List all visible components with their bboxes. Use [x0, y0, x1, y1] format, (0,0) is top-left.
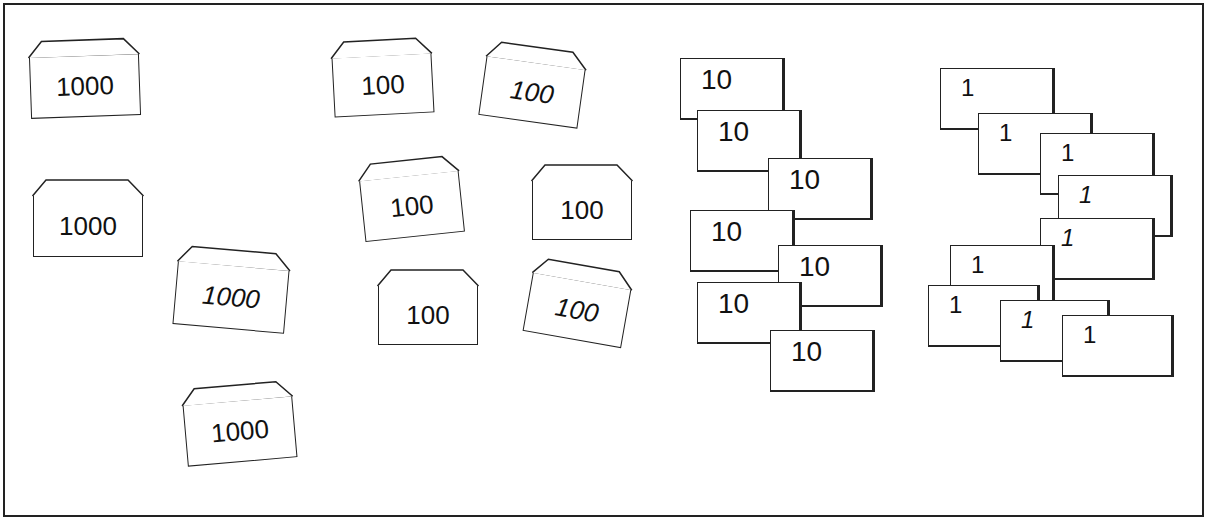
place-value-number: 1 — [949, 292, 962, 318]
place-value-number: 10 — [718, 289, 749, 320]
place-value-number: 100 — [361, 70, 406, 101]
place-value-number: 1000 — [210, 414, 270, 448]
flap-outline — [28, 38, 139, 58]
flap-outline — [532, 165, 633, 181]
envelope-flap — [531, 255, 637, 291]
flap-outline — [177, 245, 291, 271]
place-value-number: 10 — [791, 337, 822, 368]
number-envelope: 1000 — [33, 195, 143, 257]
number-envelope: 100 — [378, 285, 478, 345]
flap-outline — [532, 257, 634, 290]
place-value-number: 100 — [560, 196, 603, 225]
place-value-number: 1 — [1079, 182, 1092, 208]
flap-outline — [378, 270, 479, 286]
envelope-flap — [355, 153, 460, 182]
place-value-number: 1 — [1083, 322, 1096, 348]
envelope-flap — [329, 35, 434, 58]
place-value-number: 1 — [1061, 225, 1074, 251]
number-envelope: 100 — [359, 170, 465, 242]
envelope-flap — [26, 36, 141, 58]
envelope-flap — [179, 378, 294, 406]
place-value-number: 1000 — [59, 212, 117, 241]
envelope-flap — [176, 243, 293, 271]
place-value-number: 1 — [999, 120, 1012, 146]
number-envelope: 1000 — [183, 395, 298, 466]
place-value-number: 1 — [1021, 307, 1034, 333]
number-card: 10 — [770, 330, 875, 392]
place-value-number: 10 — [789, 165, 820, 196]
frame-border — [4, 4, 1203, 516]
flap-outline — [330, 37, 432, 58]
envelope-flap — [376, 268, 480, 286]
place-value-number: 1 — [961, 75, 974, 101]
number-envelope: 1000 — [29, 53, 141, 119]
number-envelope: 1000 — [172, 260, 289, 334]
flap-outline — [33, 180, 144, 196]
place-value-number: 100 — [509, 75, 556, 109]
place-value-number: 1000 — [201, 280, 261, 314]
number-envelope: 100 — [523, 272, 632, 348]
place-value-number: 10 — [718, 117, 749, 148]
envelope-flap — [530, 163, 634, 181]
flap-outline — [486, 40, 588, 70]
place-value-number: 1 — [1061, 140, 1074, 166]
place-value-number: 100 — [406, 301, 449, 330]
place-value-number: 10 — [799, 252, 830, 283]
envelope-flap — [31, 178, 145, 196]
place-value-number: 10 — [711, 217, 742, 248]
flap-outline — [357, 155, 459, 181]
number-envelope: 100 — [532, 180, 632, 240]
number-card: 1 — [1062, 315, 1174, 377]
number-envelope: 100 — [331, 52, 434, 117]
place-value-number: 10 — [701, 65, 732, 96]
envelope-flap — [485, 38, 590, 70]
number-card: 1 — [1040, 218, 1155, 280]
place-value-number: 1 — [971, 252, 984, 278]
number-envelope: 100 — [478, 55, 585, 128]
place-value-number: 100 — [389, 190, 435, 223]
place-value-number: 100 — [553, 292, 601, 328]
flap-outline — [181, 380, 293, 406]
place-value-number: 1000 — [56, 71, 115, 102]
